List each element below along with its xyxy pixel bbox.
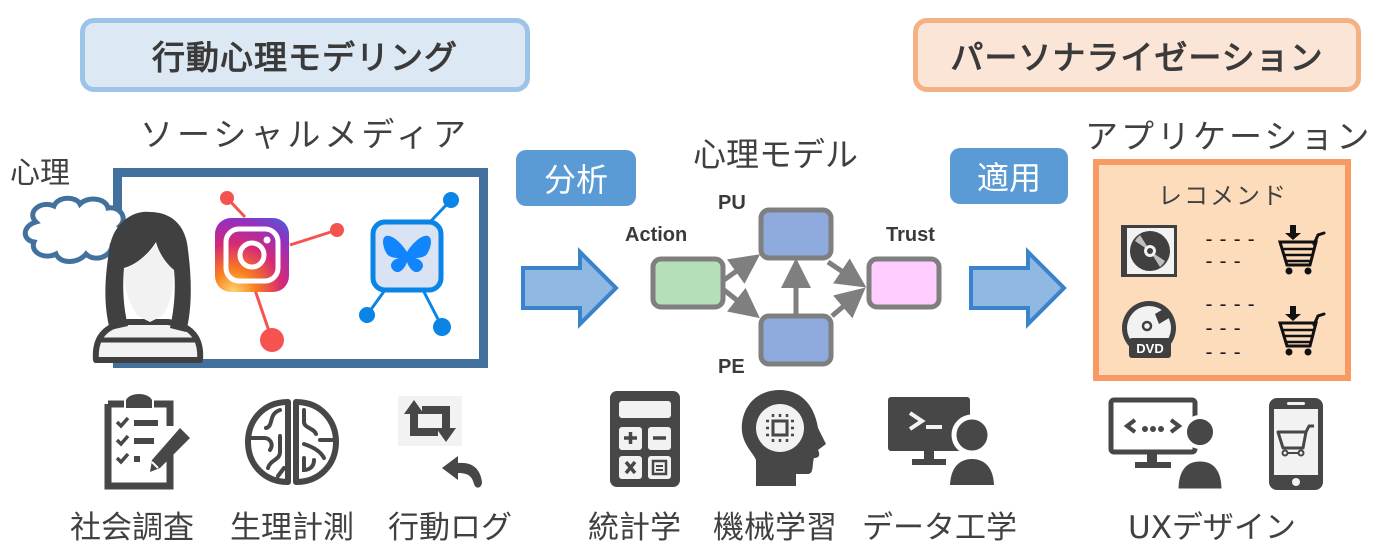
method-label-statistics: 統計学 (588, 510, 681, 546)
add-to-cart-icon[interactable] (1277, 225, 1326, 277)
recommend-item-text: ---- --- --- (1203, 292, 1259, 364)
network-node (260, 328, 284, 352)
header-left-text: 行動心理モデリング (152, 38, 458, 77)
network-node (220, 191, 234, 205)
ux-designer-icon (1108, 397, 1225, 492)
section-title-application: アプリケーション (1085, 117, 1373, 156)
mind-label: 心理 (10, 156, 70, 191)
placeholder-line: ---- (1203, 227, 1260, 251)
data-engineer-icon (888, 397, 999, 489)
instagram-icon (215, 218, 289, 292)
node-label-action: Action (625, 224, 688, 246)
placeholder-line: --- (1203, 340, 1246, 364)
network-node (359, 307, 375, 323)
network-node (433, 318, 451, 336)
node-label-pu: PU (718, 192, 746, 214)
section-title-psych-model: 心理モデル (693, 135, 858, 174)
method-label-data-engineering: データ工学 (862, 510, 1017, 546)
recommend-item-text: ---- --- (1203, 228, 1259, 272)
psych-model-diagram (650, 207, 942, 367)
method-label-physiological-measurement: 生理計測 (230, 510, 354, 546)
bluesky-butterfly-icon (370, 219, 444, 293)
method-label-behavior-log: 行動ログ (388, 510, 512, 546)
ai-head-icon (741, 390, 826, 486)
header-personalization: パーソナライゼーション (913, 18, 1361, 92)
method-label-social-survey: 社会調査 (70, 510, 194, 546)
placeholder-line: --- (1203, 316, 1246, 340)
edge-action-pu (722, 254, 761, 284)
instagram-network (215, 191, 344, 352)
analyze-label: 分析 (543, 161, 608, 199)
node-trust (866, 256, 942, 310)
edge-pu-trust (826, 258, 867, 288)
node-pu (758, 207, 834, 261)
bluesky-network (359, 192, 459, 336)
placeholder-line: ---- (1203, 292, 1260, 316)
svg-text:DVD: DVD (1136, 341, 1163, 356)
analyze-button[interactable]: 分析 (516, 150, 636, 206)
placeholder-line: --- (1203, 249, 1246, 273)
calculator-icon (610, 391, 680, 487)
arrow-right-icon (969, 247, 1067, 329)
smartphone-shopping-icon (1269, 398, 1323, 490)
header-behavior-psychology-modeling: 行動心理モデリング (80, 18, 530, 92)
node-label-pe: PE (718, 356, 745, 378)
edge-action-pe (722, 287, 760, 319)
node-action (650, 256, 726, 310)
person-avatar-icon (92, 211, 204, 363)
edge-pe-trust (830, 287, 866, 319)
brain-icon (245, 399, 339, 485)
section-title-social-media: ソーシャルメディア (140, 115, 471, 154)
arrow-right-icon (521, 247, 619, 329)
cd-icon (1121, 225, 1177, 277)
survey-clipboard-icon (104, 394, 190, 490)
apply-button[interactable]: 適用 (950, 148, 1068, 204)
network-node (443, 192, 459, 208)
apply-label: 適用 (976, 159, 1041, 197)
node-pe (758, 313, 834, 367)
recommend-title: レコメンド (1158, 182, 1288, 210)
method-label-machine-learning: 機械学習 (713, 510, 837, 546)
add-to-cart-icon[interactable] (1277, 306, 1326, 358)
dvd-icon: DVD (1122, 301, 1176, 358)
activity-log-icon (398, 396, 482, 488)
method-label-ux-design: UXデザイン (1128, 510, 1296, 546)
node-label-trust: Trust (886, 224, 935, 246)
network-node (330, 223, 344, 237)
header-right-text: パーソナライゼーション (950, 38, 1324, 77)
